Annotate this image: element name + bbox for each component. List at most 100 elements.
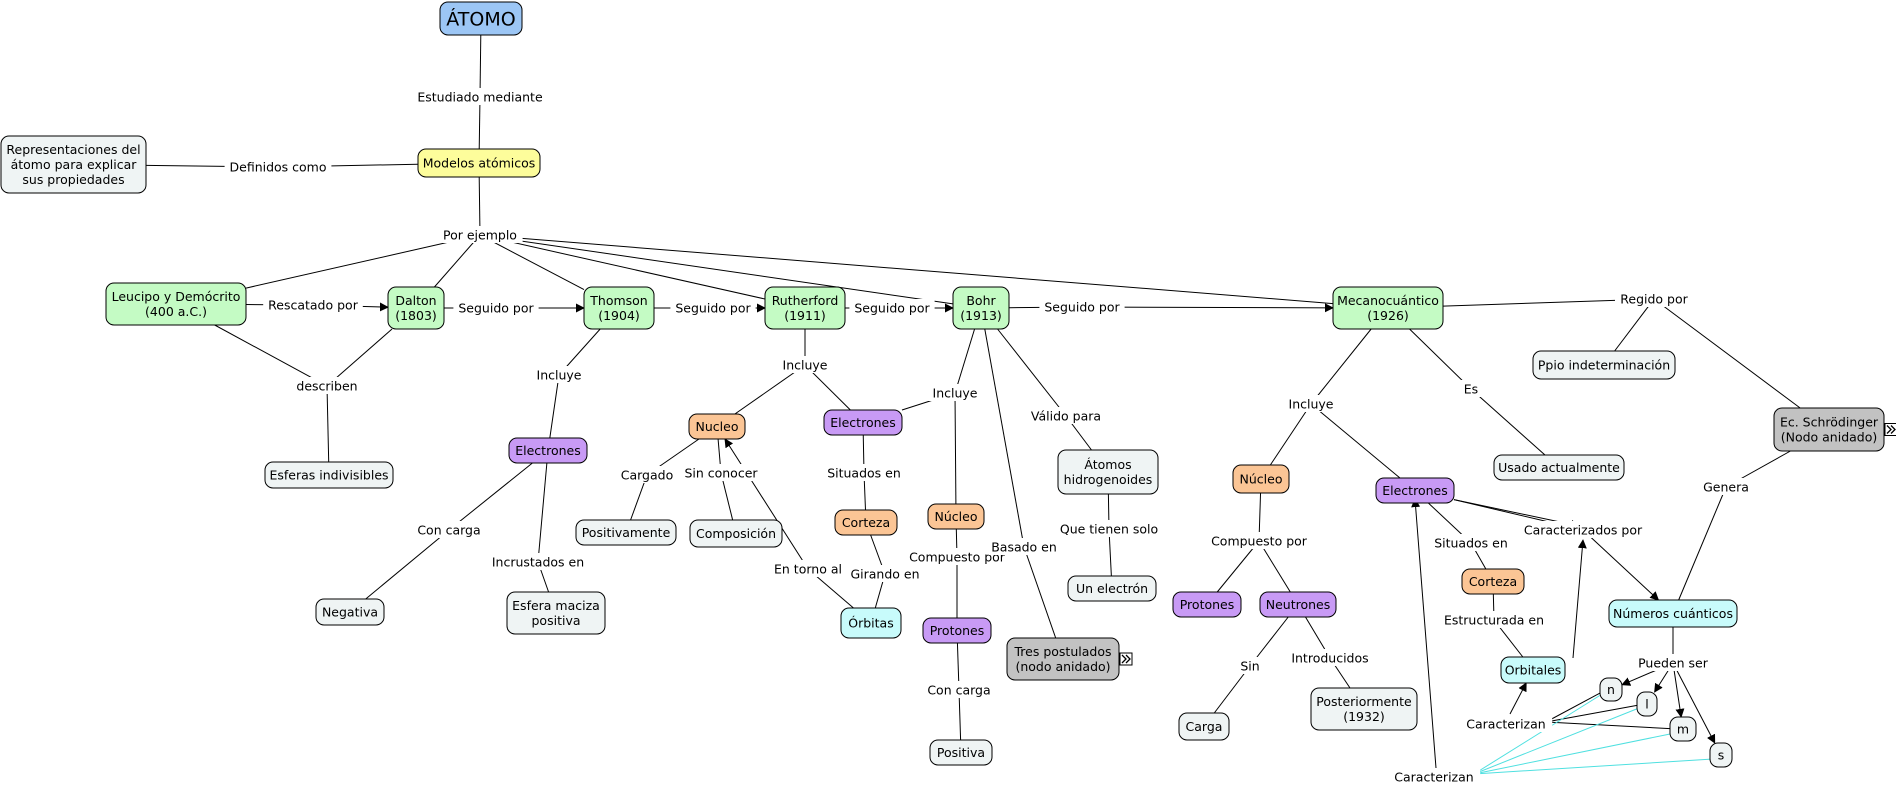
concept-node-atomo[interactable]: ÁTOMO	[439, 1, 523, 36]
linking-phrase-text: En torno al	[774, 562, 842, 577]
linking-phrase-text: Incrustados en	[492, 555, 584, 570]
connector-leucipo-describen	[214, 324, 328, 387]
concept-node-corteza_m[interactable]: Corteza	[1461, 568, 1525, 595]
node-label: (1911)	[784, 308, 826, 323]
linking-phrase-bg	[437, 226, 523, 243]
concept-node-carga[interactable]: Carga	[1178, 712, 1230, 741]
connector-mecano-incluye_m	[1310, 328, 1372, 405]
linking-phrase-bg	[413, 521, 485, 538]
node-label: Positiva	[937, 745, 985, 760]
node-label: Leucipo y Demócrito	[112, 289, 241, 304]
connector-describen-dalton	[326, 328, 393, 387]
concept-node-numeros[interactable]: Números cuánticos	[1608, 599, 1738, 628]
concept-node-tres_postulados[interactable]: Tres postulados(nodo anidado)	[1006, 637, 1133, 681]
node-label: Átomos	[1084, 457, 1131, 472]
concept-node-nucleo_m[interactable]: Núcleo	[1232, 464, 1290, 494]
connector-describen-esferas	[326, 385, 330, 463]
concept-node-positiva[interactable]: Positiva	[929, 739, 993, 766]
linking-phrase-text: Es	[1464, 382, 1478, 397]
concept-node-thomson[interactable]: Thomson(1904)	[583, 286, 655, 330]
concept-node-ppio[interactable]: Ppio indeterminación	[1532, 350, 1676, 380]
concept-node-neutrones[interactable]: Neutrones	[1259, 591, 1337, 618]
node-label: Un electrón	[1076, 581, 1148, 596]
concept-node-l[interactable]: l	[1636, 691, 1658, 717]
connector-por_ejemplo-bohr	[479, 234, 954, 305]
connector-compuesto_m-neutrones	[1258, 540, 1291, 593]
concept-node-leucipo[interactable]: Leucipo y Demócrito(400 a.C.)	[105, 282, 247, 326]
linking-phrase-bg	[1282, 395, 1340, 412]
concept-node-m[interactable]: m	[1669, 716, 1697, 742]
node-box	[1375, 477, 1455, 504]
connector-caracterizan2-electrones	[1411, 498, 1437, 769]
node-box	[922, 617, 992, 644]
node-label: (1913)	[960, 308, 1002, 323]
node-label: Núcleo	[1240, 472, 1283, 487]
node-box	[834, 509, 898, 536]
concept-node-electrones_t[interactable]: Electrones	[508, 437, 588, 464]
linking-phrase-text: Seguido por	[854, 301, 930, 316]
concept-node-rutherford[interactable]: Rutherford(1911)	[764, 286, 846, 330]
node-label: Modelos atómicos	[423, 156, 536, 171]
concept-node-modelos[interactable]: Modelos atómicos	[417, 148, 541, 178]
double-chevron-icon	[1886, 425, 1896, 434]
concept-node-nucleo_r[interactable]: Nucleo	[688, 413, 746, 440]
concept-node-composicion[interactable]: Composición	[689, 519, 783, 548]
connector-con_carga_t-negativa	[365, 529, 450, 600]
connector-bohr-valido	[997, 328, 1067, 417]
concept-node-protones_m[interactable]: Protones	[1172, 591, 1242, 618]
concept-node-usado[interactable]: Usado actualmente	[1493, 454, 1625, 481]
concept-node-protones_b[interactable]: Protones	[922, 617, 992, 644]
node-box	[823, 409, 903, 436]
concept-node-corteza_r[interactable]: Corteza	[834, 509, 898, 536]
node-label: Corteza	[842, 515, 890, 530]
linking-phrase-bg	[907, 548, 1007, 565]
linking-phrase-text: Por ejemplo	[443, 228, 517, 243]
connector-por_ejemplo-mecano	[479, 234, 1334, 305]
linking-phrase-seguido4: Seguido por	[1039, 298, 1125, 315]
linking-phrase-por_ejemplo: Por ejemplo	[437, 226, 523, 243]
expand-nested-icon[interactable]	[1119, 652, 1133, 666]
concept-node-orbitas[interactable]: Órbitas	[840, 607, 902, 639]
linking-phrase-seguido1: Seguido por	[453, 299, 539, 316]
connector-pueden_ser-m	[1672, 662, 1685, 718]
linking-phrase-introducidos: Introducidos	[1283, 649, 1377, 666]
concept-node-orbitales[interactable]: Orbitales	[1500, 656, 1566, 684]
concept-node-dalton[interactable]: Dalton(1803)	[387, 286, 445, 330]
concept-node-positivamente[interactable]: Positivamente	[575, 519, 677, 546]
linking-phrase-bg	[1460, 380, 1482, 397]
concept-node-esferas[interactable]: Esferas indivisibles	[264, 461, 394, 489]
concept-node-posteriormente[interactable]: Posteriormente(1932)	[1310, 687, 1418, 731]
linking-phrase-bg	[1039, 298, 1125, 315]
node-box	[575, 519, 677, 546]
node-label: Órbitas	[848, 616, 893, 631]
linking-phrase-estructurada: Estructurada en	[1437, 611, 1551, 628]
node-label: Bohr	[966, 293, 996, 308]
node-label: l	[1645, 697, 1648, 712]
concept-node-electrones_r[interactable]: Electrones	[823, 409, 903, 436]
linking-phrase-bg	[1459, 715, 1553, 732]
linking-phrase-bg	[1437, 611, 1551, 628]
concept-node-bohr[interactable]: Bohr(1913)	[952, 286, 1010, 330]
node-label: Protones	[1180, 597, 1235, 612]
concept-node-un_electron[interactable]: Un electrón	[1067, 575, 1157, 602]
node-box	[927, 503, 985, 530]
linking-phrase-sin: Sin	[1236, 657, 1264, 674]
linking-phrase-genera: Genera	[1701, 478, 1751, 495]
node-box	[508, 437, 588, 464]
linking-phrase-caracterizan2: Caracterizan	[1387, 768, 1481, 785]
node-box	[439, 1, 523, 36]
expand-nested-icon[interactable]	[1884, 423, 1896, 436]
concept-node-mecano[interactable]: Mecanocuántico(1926)	[1332, 286, 1444, 330]
concept-node-s[interactable]: s	[1709, 742, 1733, 768]
linking-phrase-definidos: Definidos como	[224, 158, 332, 175]
concept-node-schrodinger[interactable]: Ec. Schrödinger(Nodo anidado)	[1773, 407, 1896, 452]
concept-node-electrones_m[interactable]: Electrones	[1375, 477, 1455, 504]
concept-node-n[interactable]: n	[1599, 677, 1623, 702]
concept-node-nucleo_b[interactable]: Núcleo	[927, 503, 985, 530]
linking-phrase-bg	[849, 299, 935, 316]
concept-node-negativa[interactable]: Negativa	[315, 598, 385, 626]
linking-phrase-con_carga_b: Con carga	[923, 681, 995, 698]
